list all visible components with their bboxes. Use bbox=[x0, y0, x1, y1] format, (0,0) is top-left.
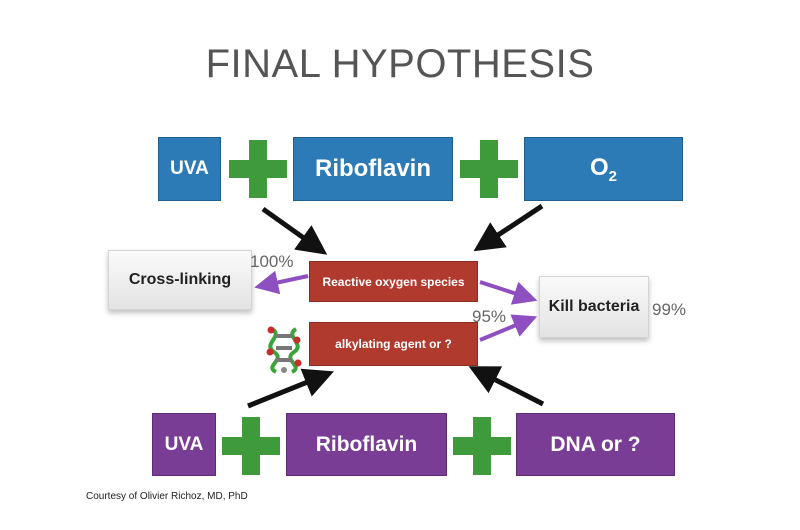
dna-box: DNA or ? bbox=[516, 413, 675, 476]
cross-linking-label: Cross-linking bbox=[128, 271, 232, 288]
arrow-riboflavin-to-alkylating bbox=[247, 368, 334, 409]
ros-box: Reactive oxygen species bbox=[309, 261, 478, 302]
plus-icon-bottom-left bbox=[222, 417, 280, 475]
credit-text: Courtesy of Olivier Richoz, MD, PhD bbox=[86, 491, 248, 502]
dna-molecule-icon bbox=[266, 326, 302, 374]
arrow-ros-to-cross-linking bbox=[254, 270, 309, 295]
ros-label: Reactive oxygen species bbox=[322, 274, 465, 289]
arrow-ros-to-kill-bacteria bbox=[479, 280, 538, 305]
riboflavin-label-top: Riboflavin bbox=[314, 155, 431, 182]
plus-icon-bottom-right bbox=[453, 417, 511, 475]
uva-box-top: UVA bbox=[158, 137, 221, 201]
kill-bacteria-box: Kill bacteria bbox=[539, 276, 649, 338]
percent-alkylating-kill: 95% bbox=[472, 307, 507, 326]
kill-bacteria-label: Kill bacteria bbox=[548, 298, 640, 315]
arrow-uva-to-ros bbox=[261, 206, 328, 255]
plus-icon-top-right bbox=[460, 140, 518, 198]
dna-label: DNA or ? bbox=[550, 432, 641, 456]
percent-cross-linking: 100% bbox=[250, 252, 294, 271]
arrow-dna-to-alkylating bbox=[468, 366, 545, 407]
plus-icon-top-left bbox=[229, 140, 287, 198]
riboflavin-box-bottom: Riboflavin bbox=[286, 413, 447, 476]
uva-box-bottom: UVA bbox=[152, 413, 216, 476]
arrow-oxygen-to-ros bbox=[473, 203, 544, 252]
riboflavin-box-top: Riboflavin bbox=[293, 137, 453, 201]
oxygen-label: O2 bbox=[589, 153, 617, 185]
uva-label-top: UVA bbox=[170, 158, 209, 179]
cross-linking-box: Cross-linking bbox=[108, 250, 252, 310]
alkylating-box: alkylating agent or ? bbox=[309, 322, 478, 366]
riboflavin-label-bottom: Riboflavin bbox=[315, 432, 418, 456]
oxygen-subscript: 2 bbox=[608, 167, 617, 185]
uva-label-bottom: UVA bbox=[164, 433, 204, 455]
page-title: FINAL HYPOTHESIS bbox=[205, 42, 595, 86]
alkylating-label: alkylating agent or ? bbox=[335, 337, 452, 351]
arrow-alkylating-to-kill-bacteria bbox=[479, 314, 538, 342]
oxygen-box: O2 bbox=[524, 137, 683, 201]
percent-kill-bacteria: 99% bbox=[652, 300, 687, 319]
